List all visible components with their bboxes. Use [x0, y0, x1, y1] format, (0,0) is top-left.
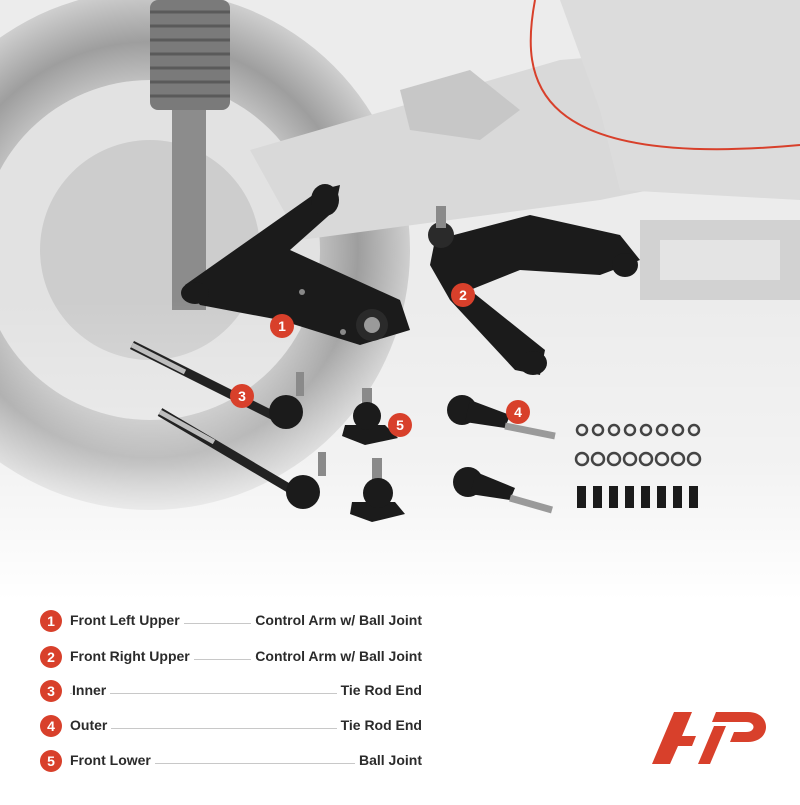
- legend-part-type: Ball Joint: [354, 752, 422, 768]
- red-accent-arc: [529, 0, 800, 151]
- legend-part-type: Tie Rod End: [336, 717, 422, 733]
- legend-part-position: Outer: [70, 717, 112, 733]
- leader-line: [70, 728, 422, 729]
- callout-3: 3: [230, 384, 254, 408]
- hardware-kit: [574, 423, 702, 508]
- legend-part-position: Front Left Upper: [70, 612, 184, 628]
- legend-number-badge: 3: [40, 680, 62, 702]
- callout-4: 4: [506, 400, 530, 424]
- tie-rod-end-outer: [447, 395, 556, 514]
- legend-part-type: Control Arm w/ Ball Joint: [251, 648, 422, 664]
- control-arm-left-upper: [181, 184, 410, 345]
- callout-2: 2: [451, 283, 475, 307]
- ball-joint-front-lower: [342, 388, 405, 522]
- legend-row: 2 Front Right Upper Control Arm w/ Ball …: [40, 646, 430, 672]
- legend-number-badge: 5: [40, 750, 62, 772]
- legend-part-position: Front Lower: [70, 752, 155, 768]
- tie-rod-end-inner: [129, 340, 326, 509]
- legend-row: 5 Front Lower Ball Joint: [40, 750, 430, 776]
- legend-part-position: Inner: [72, 682, 111, 698]
- a-premium-logo-icon: [652, 712, 766, 764]
- leader-line: [70, 693, 422, 694]
- control-arm-right-upper: [428, 206, 640, 375]
- legend-number-badge: 4: [40, 715, 62, 737]
- legend-number-badge: 1: [40, 610, 62, 632]
- legend-part-type: Tie Rod End: [336, 682, 422, 698]
- legend-part-position: Front Right Upper: [70, 648, 194, 664]
- legend-row: 1 Front Left Upper Control Arm w/ Ball J…: [40, 610, 430, 636]
- legend-number-badge: 2: [40, 646, 62, 668]
- legend-row: 3 Inner Tie Rod End: [40, 680, 430, 706]
- callout-5: 5: [388, 413, 412, 437]
- leader-line: [70, 763, 422, 764]
- legend-part-type: Control Arm w/ Ball Joint: [251, 612, 422, 628]
- legend-row: 4 Outer Tie Rod End: [40, 715, 430, 741]
- leader-line: [70, 623, 422, 624]
- callout-1: 1: [270, 314, 294, 338]
- leader-line: [70, 659, 422, 660]
